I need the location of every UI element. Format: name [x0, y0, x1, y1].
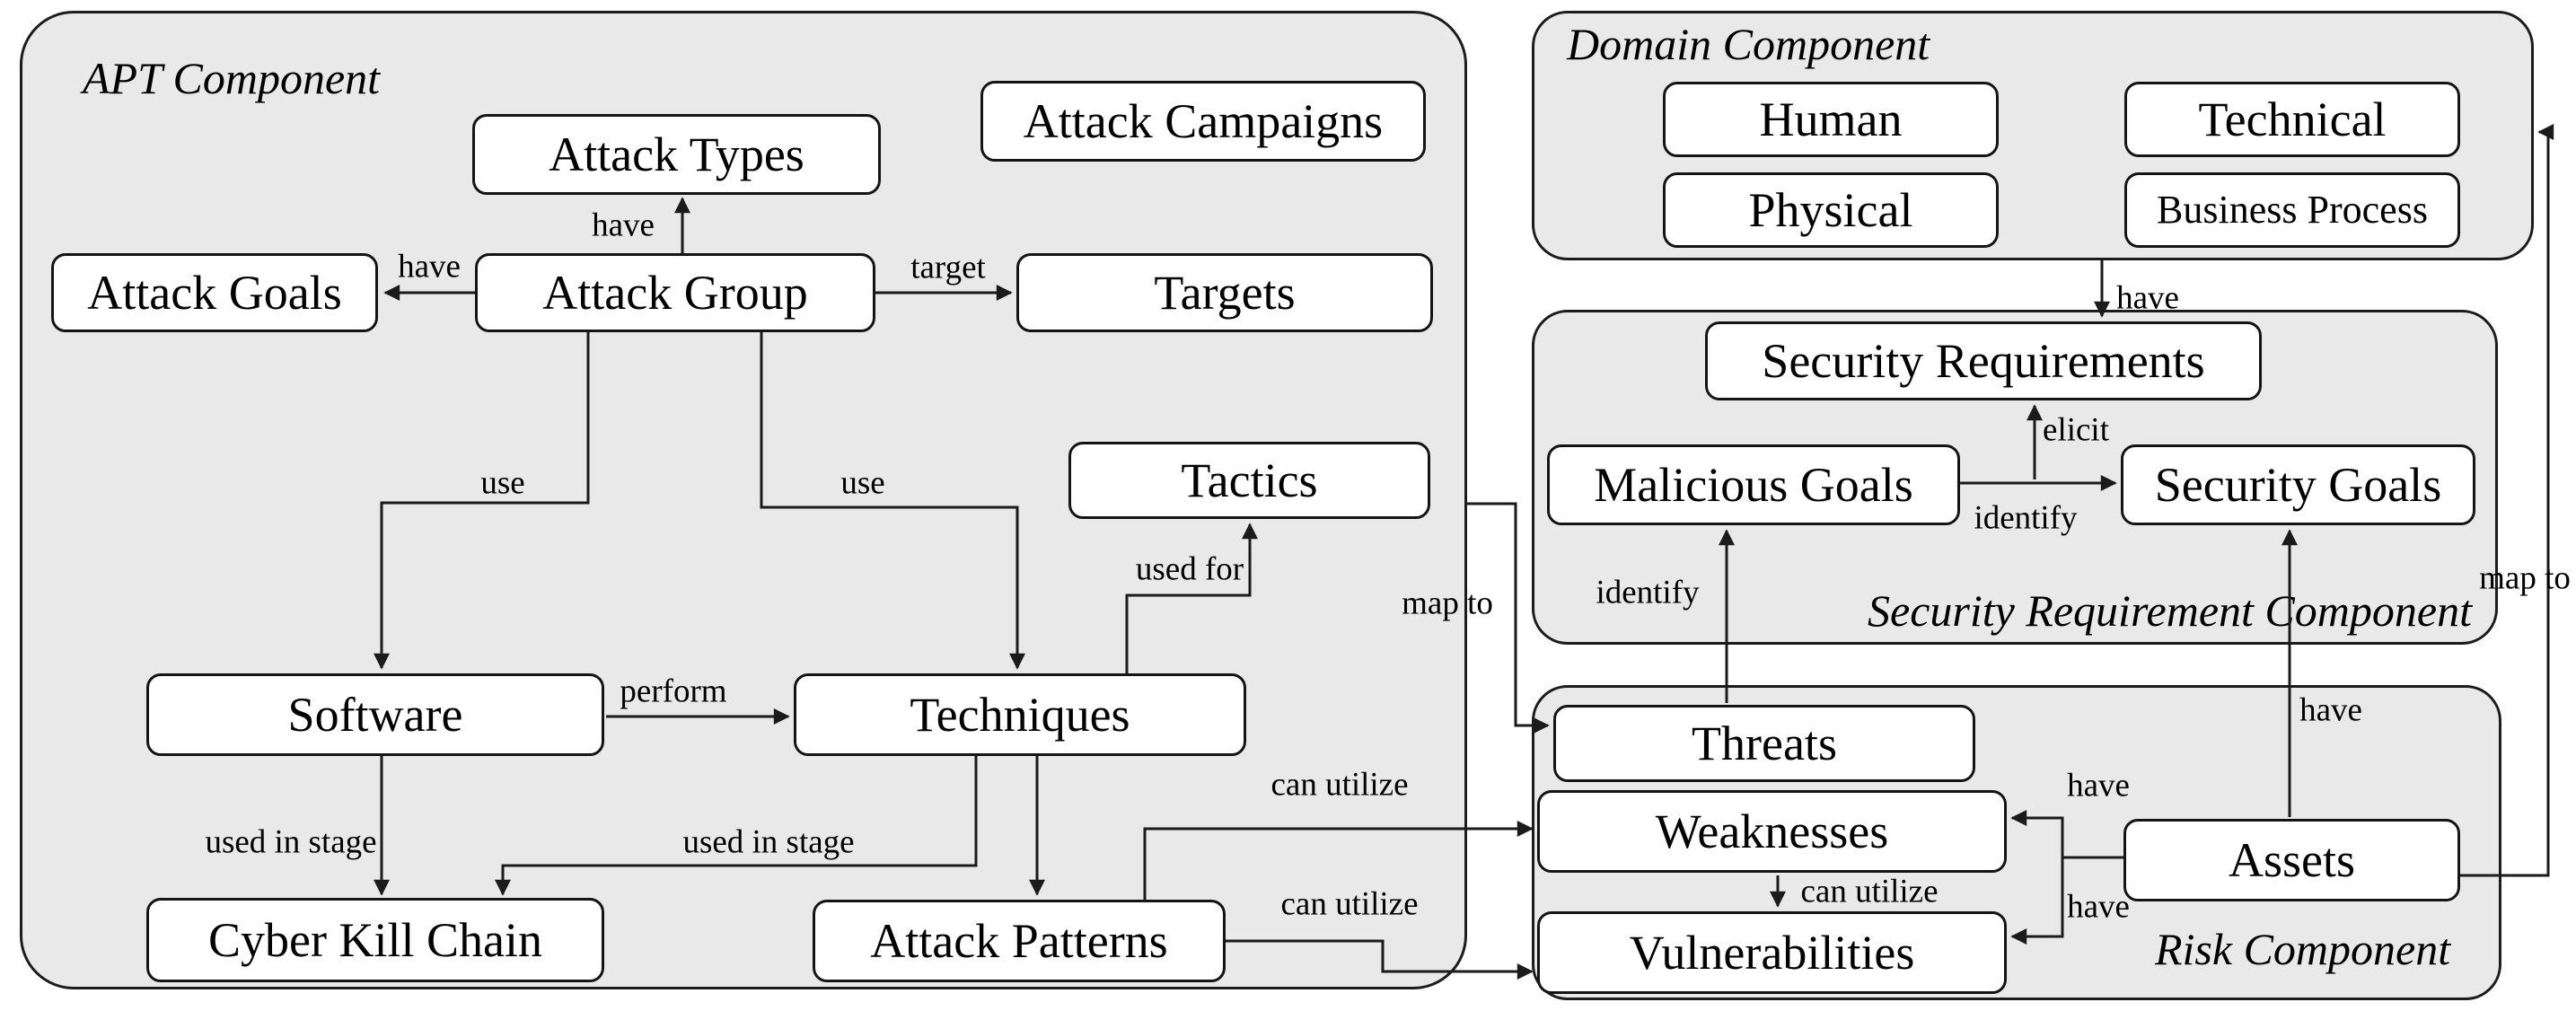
edge-attackpatterns-weaknesses — [1143, 821, 1534, 900]
edge-label-can-utilize-vulnerabilities: can utilize — [1280, 885, 1419, 923]
node-attack-goals: Attack Goals — [51, 253, 378, 332]
edge-label-map-to-domain: map to — [2479, 559, 2571, 597]
edge-label-perform: perform — [620, 673, 727, 710]
edge-techniques-tactics — [1125, 523, 1258, 673]
edge-label-used-for: used for — [1135, 550, 1244, 588]
edge-techniques-cyberkillchain — [495, 756, 978, 896]
edge-label-identify-goals: identify — [1974, 499, 2078, 537]
node-techniques: Techniques — [794, 673, 1246, 756]
edge-label-have-attackgoals: have — [398, 248, 461, 286]
node-physical: Physical — [1663, 172, 1999, 248]
edge-label-have-domain: have — [2116, 279, 2179, 317]
node-business-process: Business Process — [2124, 172, 2460, 248]
edge-label-used-in-stage-right: used in stage — [682, 823, 855, 861]
node-software: Software — [146, 673, 604, 756]
edge-label-have-weaknesses: have — [2067, 767, 2130, 804]
edge-label-elicit: elicit — [2043, 411, 2109, 449]
edge-label-map-to-threats: map to — [1402, 585, 1493, 622]
edge-assets-domain — [2460, 124, 2554, 877]
node-tactics: Tactics — [1068, 442, 1430, 519]
risk-component-title: Risk Component — [2155, 924, 2451, 974]
edge-apt-threats — [1467, 502, 1550, 734]
edge-label-have-securitygoals: have — [2299, 691, 2362, 729]
edge-label-identify-threats: identify — [1596, 574, 1700, 611]
edge-label-target: target — [910, 249, 986, 286]
node-attack-patterns: Attack Patterns — [813, 900, 1226, 982]
node-attack-group: Attack Group — [475, 253, 875, 332]
edge-label-use-software: use — [480, 464, 525, 502]
edge-label-used-in-stage-left: used in stage — [205, 823, 377, 861]
edge-assets-vulnerabilities — [2010, 857, 2064, 945]
node-attack-types: Attack Types — [472, 114, 881, 195]
edge-attackgroup-techniques — [760, 332, 1025, 670]
node-vulnerabilities: Vulnerabilities — [1537, 911, 2007, 994]
edge-attackpatterns-vulnerabilities — [1226, 939, 1534, 980]
apt-component-title: APT Component — [83, 53, 381, 103]
node-cyber-kill-chain: Cyber Kill Chain — [146, 898, 604, 982]
edge-label-have-vulnerabilities: have — [2067, 888, 2130, 926]
security-requirement-component-title: Security Requirement Component — [1868, 585, 2472, 636]
node-malicious-goals: Malicious Goals — [1547, 444, 1960, 525]
node-security-requirements: Security Requirements — [1705, 321, 2262, 400]
edge-label-use-techniques: use — [840, 464, 885, 502]
node-weaknesses: Weaknesses — [1537, 790, 2007, 873]
node-technical: Technical — [2124, 82, 2460, 157]
node-threats: Threats — [1553, 705, 1975, 782]
domain-component-title: Domain Component — [1567, 19, 1930, 69]
edge-label-can-utilize-weaknesses: can utilize — [1270, 766, 1409, 804]
edge-label-can-utilize-weak-vuln: can utilize — [1800, 873, 1939, 910]
edge-label-have-attacktypes: have — [592, 207, 655, 244]
node-human: Human — [1663, 82, 1999, 157]
edge-attackgroup-software — [374, 332, 590, 670]
node-assets: Assets — [2123, 819, 2460, 901]
edge-assets-weaknesses — [2010, 810, 2123, 859]
node-attack-campaigns: Attack Campaigns — [980, 81, 1426, 162]
node-security-goals: Security Goals — [2121, 444, 2475, 525]
node-targets: Targets — [1016, 253, 1433, 332]
